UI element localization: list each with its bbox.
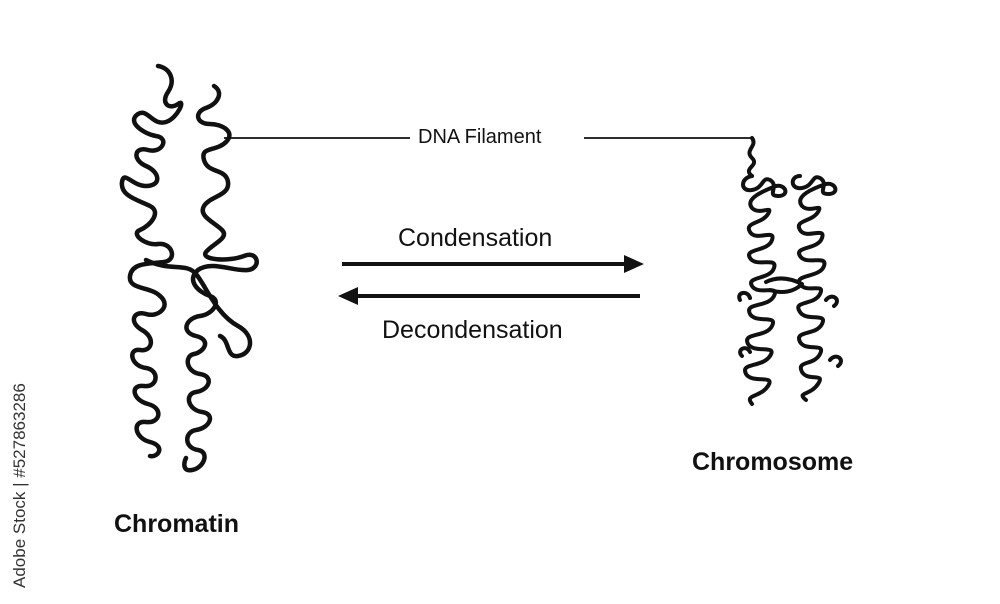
chromosome-label: Chromosome	[692, 448, 854, 476]
stock-credit: Adobe Stock | #527863286	[6, 360, 36, 590]
chromosome-arm-loops	[737, 291, 843, 368]
chromatin-strand-left	[119, 63, 184, 459]
chromatin-label: Chromatin	[114, 510, 239, 538]
chromatin-figure	[119, 63, 259, 473]
dna-filament-label: DNA Filament	[412, 126, 548, 149]
chromatin-strand-right	[182, 83, 259, 473]
condensation-label: Condensation	[398, 224, 553, 252]
stock-credit-text: Adobe Stock | #527863286	[10, 383, 29, 588]
chromosome-coil-left	[741, 174, 788, 406]
decondensation-label: Decondensation	[382, 316, 563, 344]
chromosome-centromere	[764, 276, 804, 294]
chromosome-coil-right	[790, 174, 838, 402]
chromosome-lead-in	[746, 136, 756, 178]
decondensation-arrow	[338, 287, 640, 305]
condensation-arrow	[342, 255, 644, 273]
chromosome-figure	[737, 136, 843, 406]
chromatin-crossover	[143, 257, 253, 359]
